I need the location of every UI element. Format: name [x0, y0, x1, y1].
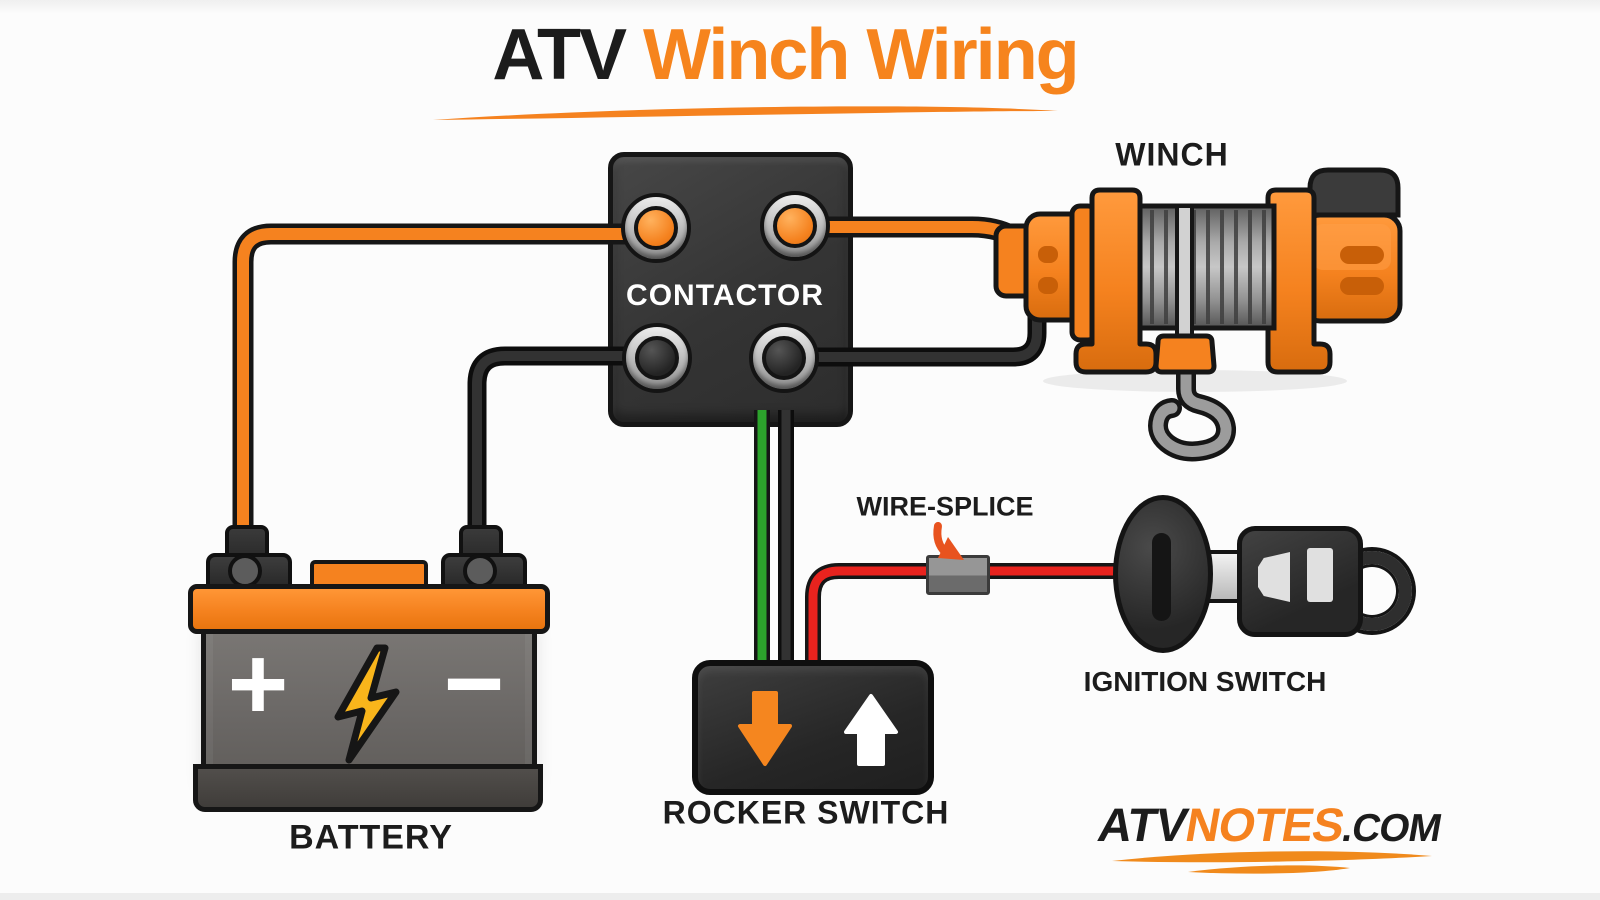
battery-top-band: [188, 584, 550, 634]
winch-motor-connector: [993, 223, 1041, 299]
wire-core: [237, 228, 660, 562]
housing-vent-slot: [1340, 246, 1384, 264]
terminal-core: [635, 336, 679, 380]
battery-label: BATTERY: [289, 818, 453, 857]
housing-vent-slot: [1340, 277, 1384, 295]
winch-housing-highlight: [1313, 224, 1391, 270]
motor-vent-slot: [1038, 277, 1058, 294]
ignition-key-grip-left: [1258, 552, 1290, 602]
winch-raise-arrow-icon: [844, 694, 898, 766]
winch-shadow: [1043, 370, 1347, 392]
winch-motor: [1023, 211, 1091, 323]
ignition-key-grip-right: [1307, 548, 1333, 602]
ignition-switch-label: IGNITION SWITCH: [1083, 666, 1327, 697]
brand-logo: ATVNOTES.COM: [1073, 797, 1467, 852]
winch-cap: [1307, 167, 1401, 218]
title-space: [625, 15, 643, 95]
logo-underline-swoosh: [1112, 851, 1432, 863]
contactor-terminal-top-right: [760, 191, 830, 261]
wire-outline: [232, 223, 660, 562]
ignition-key-head: [1237, 526, 1363, 637]
winch-hook-core: [1152, 364, 1232, 457]
winch-housing: [1301, 212, 1403, 324]
winch-label: WINCH: [1115, 136, 1229, 173]
logo-com: .COM: [1338, 807, 1445, 850]
winch-cable: [1175, 204, 1194, 344]
splice-arrow-shaft: [933, 522, 950, 557]
contactor-terminal-bottom-right: [749, 323, 819, 393]
logo-underline-swoosh-small: [1188, 865, 1350, 874]
winch-hook-clevis: [1153, 333, 1217, 375]
terminal-core: [634, 206, 678, 250]
winch-drum-ribs: [1136, 210, 1266, 324]
wire-splice-label: WIRE-SPLICE: [856, 491, 1034, 522]
page-title-prefix: ATV: [492, 15, 627, 95]
contactor-terminal-bottom-left: [622, 323, 692, 393]
title-underline-swoosh: [433, 106, 1058, 120]
terminal-core: [762, 336, 806, 380]
ignition-keyhole-slot: [1152, 533, 1171, 621]
top-edge-shade: [0, 0, 1600, 14]
wire-battery-positive-to-contactor: [232, 223, 660, 562]
rocker-switch-label: ROCKER SWITCH: [662, 794, 950, 831]
bottom-edge-shade: [0, 893, 1600, 900]
winch-lower-arrow-icon: [738, 691, 792, 766]
winch-graphic: [993, 167, 1403, 462]
battery-positive-terminal-cap: [228, 554, 262, 588]
winch-bracket-left: [1073, 187, 1159, 375]
winch-hook-icon: [1148, 360, 1236, 462]
contactor-terminal-top-left: [621, 193, 691, 263]
contactor-label: CONTACTOR: [626, 279, 824, 312]
battery-negative-terminal-cap: [463, 554, 497, 588]
winch-drum: [1121, 203, 1277, 331]
winch-motor-collar: [1069, 203, 1099, 343]
wire-splice-connector: [926, 555, 990, 595]
winch-bracket-right: [1265, 187, 1333, 375]
rocker-arrows: [738, 691, 898, 766]
logo-notes: NOTES: [1181, 798, 1348, 851]
terminal-core: [773, 204, 817, 248]
page-title: ATV Winch Wiring: [420, 14, 1150, 96]
battery-base-band: [193, 764, 543, 812]
logo-atv: ATV: [1094, 798, 1192, 851]
page-title-highlight: Winch Wiring: [643, 15, 1080, 95]
motor-vent-slot: [1038, 246, 1058, 263]
rocker-switch: [692, 660, 934, 795]
